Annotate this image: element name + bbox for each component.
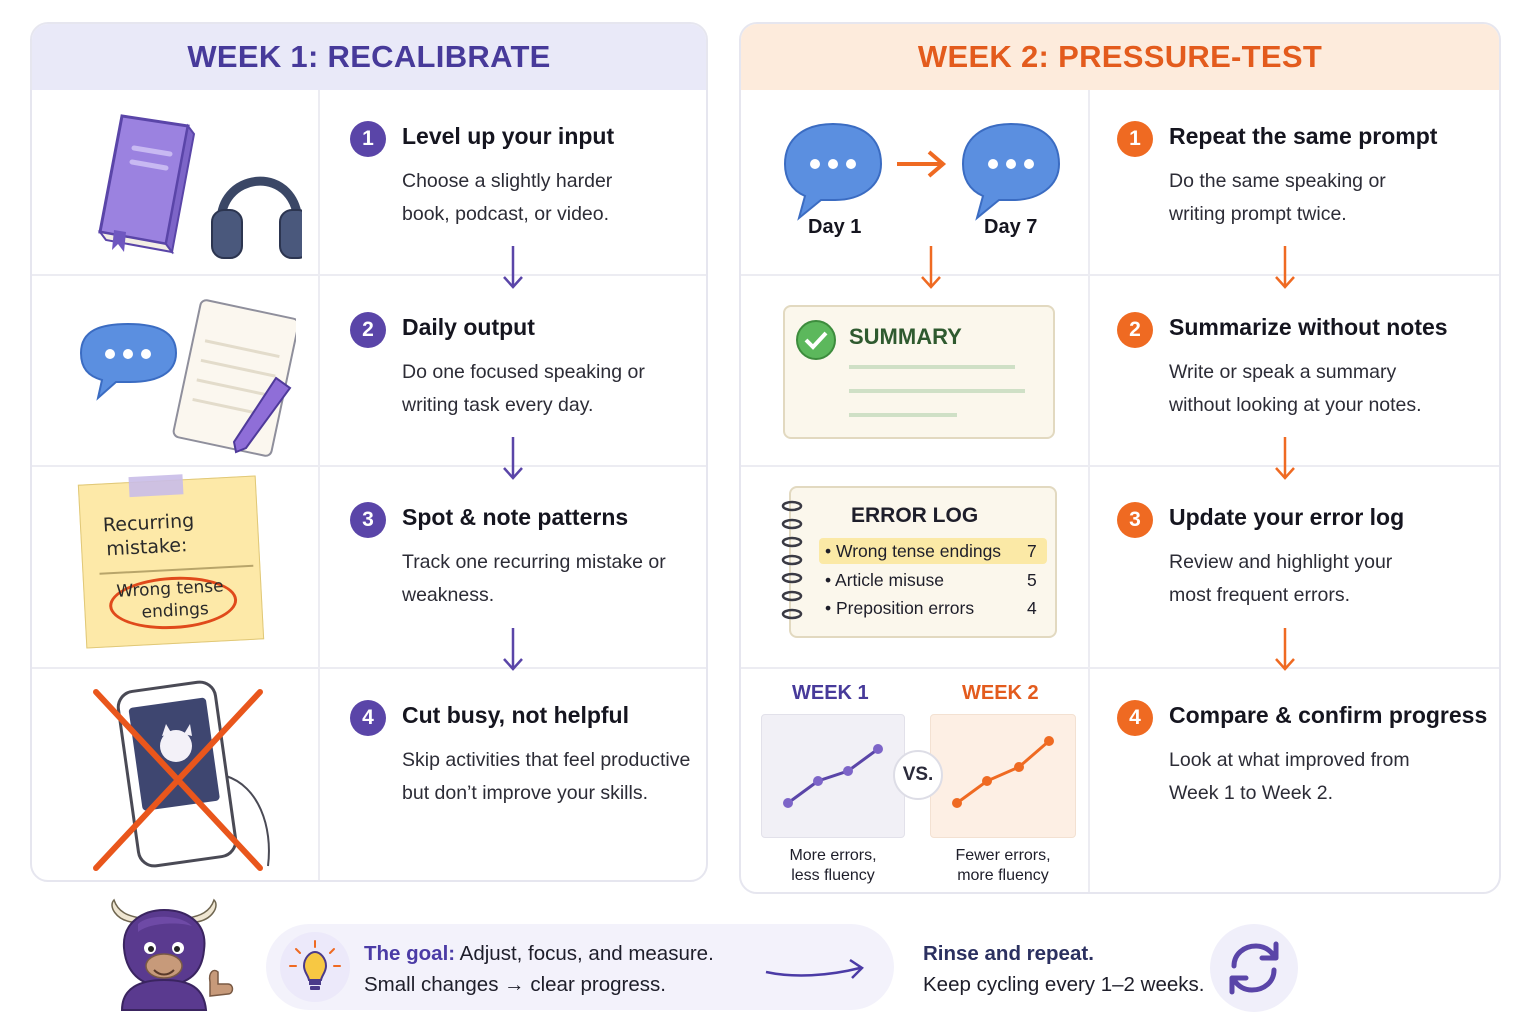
week1-mini-chart [761, 714, 905, 838]
cycle-badge [1210, 924, 1298, 1012]
row-divider [741, 274, 1499, 276]
caption-line: less fluency [791, 867, 875, 884]
sticky-note-line2: mistake: [105, 534, 188, 561]
arrow-down-icon [503, 437, 523, 480]
step-number-badge: 1 [350, 121, 386, 157]
step-number-badge: 1 [1117, 121, 1153, 157]
step-number-badge: 4 [350, 700, 386, 736]
step-description: Do one focused speaking or writing task … [402, 361, 645, 416]
step-description: Choose a slightly harder book, podcast, … [402, 170, 613, 225]
error-item-count: 5 [1027, 570, 1037, 590]
rinse-title: Rinse and repeat. [923, 942, 1094, 965]
row-divider [741, 667, 1499, 669]
yak-mascot-icon [111, 898, 234, 1011]
step-title: Level up your input [402, 123, 615, 149]
goal-banner [266, 924, 894, 1010]
compare-week1-title: WEEK 1 [792, 682, 869, 704]
row-divider [32, 274, 706, 276]
summary-card: SUMMARY [783, 305, 1055, 439]
week1-panel: WEEK 1: RECALIBRATE 1 Level up your inpu… [30, 22, 708, 882]
refresh-cycle-icon [1229, 941, 1279, 995]
step-description: Write or speak a summary without looking… [1169, 361, 1422, 416]
error-log-title: ERROR LOG [851, 504, 979, 527]
step-number-badge: 2 [1117, 312, 1153, 348]
week2-panel: WEEK 2: PRESSURE-TEST 1 Repeat the same … [739, 22, 1501, 894]
curved-arrow-icon [765, 958, 864, 979]
speech-bubbles-icon [783, 122, 1061, 221]
step-title: Repeat the same prompt [1169, 123, 1438, 149]
error-item-count: 4 [1027, 598, 1037, 618]
row-divider [741, 465, 1499, 467]
compare-week2-title: WEEK 2 [962, 682, 1039, 704]
summary-line [849, 389, 1025, 393]
arrow-down-icon [1275, 246, 1295, 289]
step-description: Look at what improved from Week 1 to Wee… [1169, 749, 1410, 804]
arrow-down-icon [503, 628, 523, 671]
trend-line-icon [952, 736, 1054, 808]
chat-notepad-icon [79, 299, 296, 457]
arrow-down-icon [1275, 628, 1295, 671]
arrow-down-icon [921, 246, 941, 289]
error-item-label: • Preposition errors [825, 598, 975, 618]
goal-label: The goal: [364, 942, 456, 965]
week1-title: WEEK 1: RECALIBRATE [32, 24, 706, 90]
row-divider [32, 667, 706, 669]
column-divider [1088, 90, 1090, 892]
step-number-badge: 4 [1117, 700, 1153, 736]
tape [128, 474, 184, 498]
circled-text-line2: endings [141, 599, 210, 623]
step-title: Daily output [402, 314, 535, 340]
step-number-badge: 3 [1117, 502, 1153, 538]
step-number-badge: 2 [350, 312, 386, 348]
error-log-card: ERROR LOG • Wrong tense endings 7 • Arti… [781, 486, 1057, 638]
step-description: Review and highlight your most frequent … [1169, 551, 1393, 606]
week2-caption: Fewer errors, more fluency [930, 846, 1076, 886]
summary-line [849, 365, 1015, 369]
error-item-count: 7 [1027, 541, 1037, 561]
book-headphones-icon [97, 114, 302, 259]
row-divider [32, 465, 706, 467]
sticky-note-divider [99, 564, 254, 575]
step-title: Compare & confirm progress [1169, 702, 1488, 728]
error-item-label: • Article misuse [825, 570, 944, 590]
arrow-down-icon [1275, 437, 1295, 480]
summary-line [849, 413, 957, 417]
step-number-badge: 3 [350, 502, 386, 538]
step-title: Cut busy, not helpful [402, 702, 629, 728]
sticky-note: Recurring mistake: Wrong tense endings [77, 474, 265, 649]
crossed-phone-icon [93, 680, 270, 871]
summary-title: SUMMARY [849, 324, 962, 349]
column-divider [318, 90, 320, 880]
sticky-note-line1: Recurring [102, 509, 195, 537]
week1-caption: More errors, less fluency [761, 846, 905, 886]
week2-mini-chart [930, 714, 1076, 838]
vs-badge: VS. [893, 750, 943, 800]
rinse-text: Keep cycling every 1–2 weeks. [923, 973, 1205, 996]
step-title: Summarize without notes [1169, 314, 1448, 340]
lightbulb-badge [280, 932, 350, 1002]
caption-line: Fewer errors, [955, 847, 1051, 864]
arrow-down-icon [503, 246, 523, 289]
step-title: Update your error log [1169, 504, 1405, 530]
lightbulb-icon [289, 940, 341, 990]
error-item-label: • Wrong tense endings [825, 541, 1002, 561]
goal-line2: Small changes → clear progress. [364, 973, 666, 996]
day7-label: Day 7 [984, 216, 1038, 238]
trend-line-icon [783, 744, 883, 808]
step-title: Spot & note patterns [402, 504, 629, 530]
week2-title: WEEK 2: PRESSURE-TEST [741, 24, 1499, 90]
caption-line: more fluency [957, 867, 1049, 884]
step-description: Do the same speaking or writing prompt t… [1169, 170, 1386, 225]
step-description: Skip activities that feel productive but… [402, 749, 691, 804]
goal-line1: The goal: Adjust, focus, and measure. [364, 942, 714, 966]
day1-label: Day 1 [808, 216, 862, 238]
check-circle-icon [796, 320, 836, 360]
caption-line: More errors, [789, 847, 877, 864]
step-description: Track one recurring mistake or weakness. [402, 551, 666, 606]
highlight [819, 538, 1047, 564]
spiral-binding-icon [781, 500, 803, 620]
goal-text: Adjust, focus, and measure. [455, 942, 714, 965]
